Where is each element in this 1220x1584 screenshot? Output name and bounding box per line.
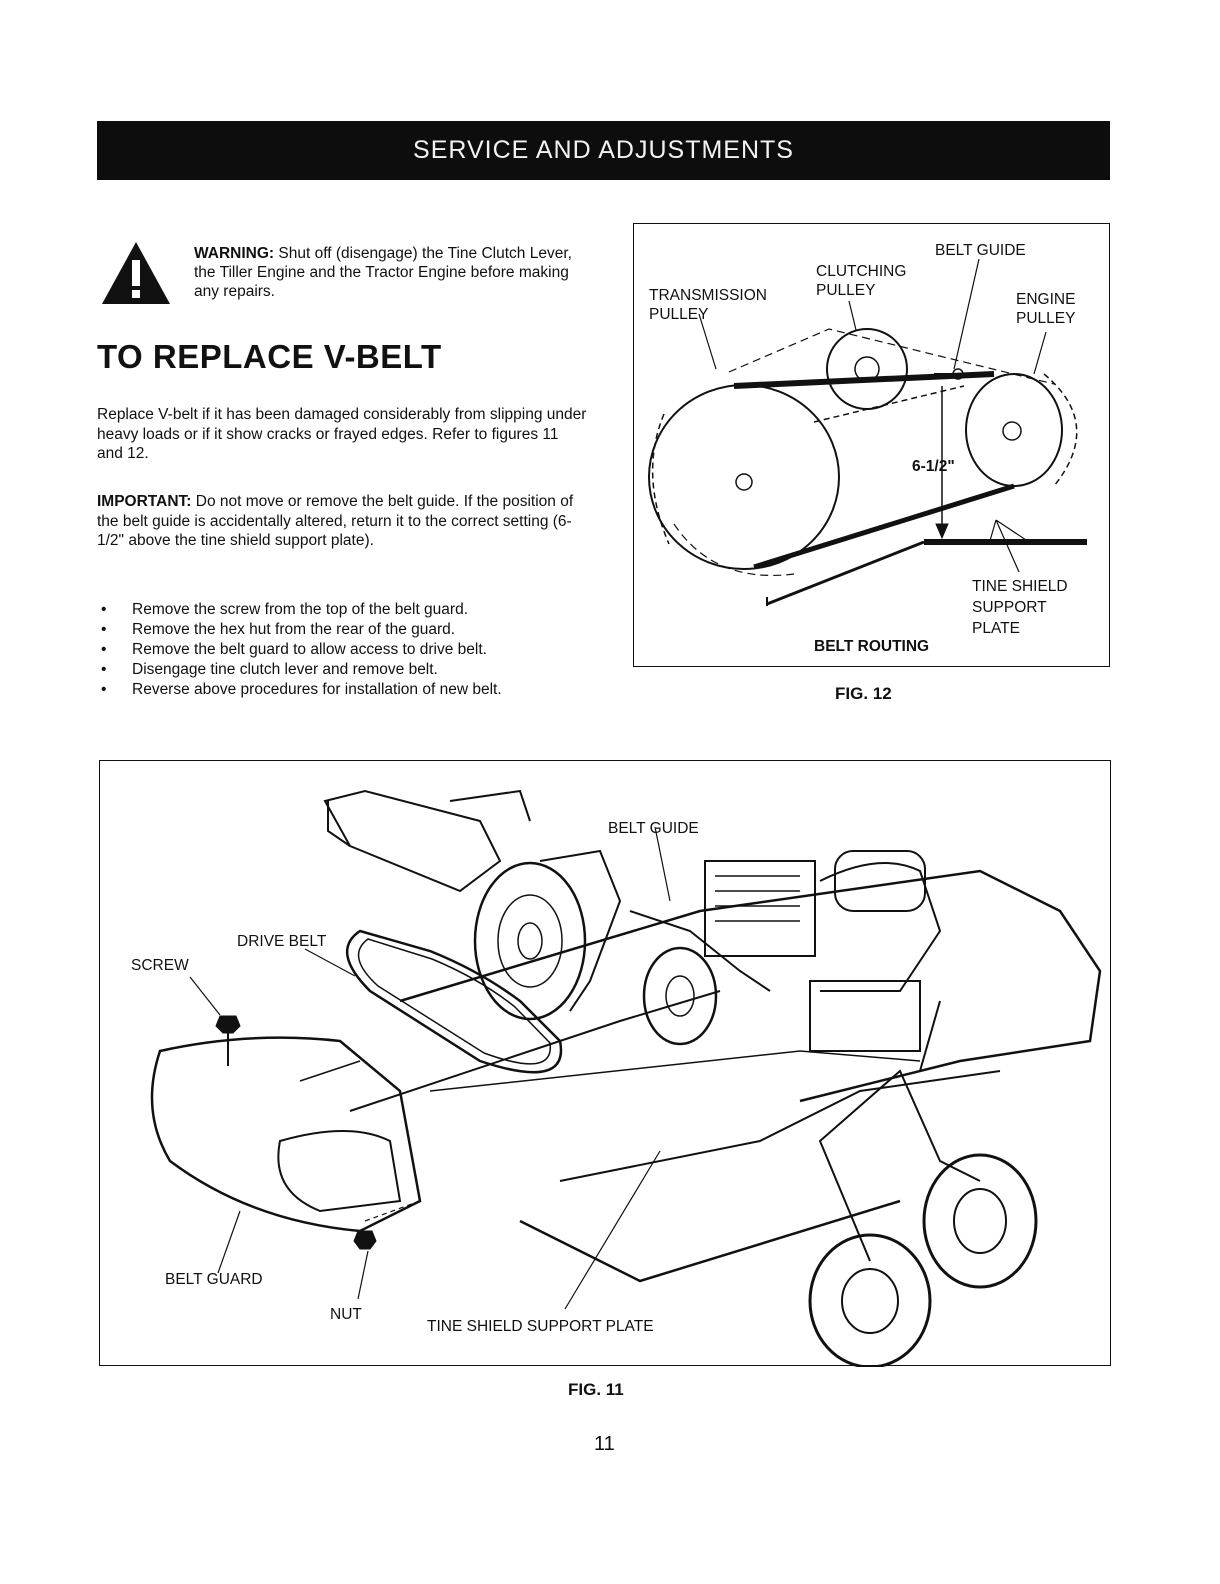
fig11-screw-label: SCREW (131, 957, 189, 974)
fig12-engine-pulley-label: ENGINE PULLEY (1016, 291, 1076, 327)
steps-list: Remove the screw from the top of the bel… (97, 600, 617, 700)
fig12-dimension-label: 6-1/2" (912, 458, 955, 475)
fig12-diagram: BELT GUIDE CLUTCHING PULLEY TRANSMISSION… (633, 223, 1110, 667)
list-item: Reverse above procedures for installatio… (97, 680, 617, 700)
section-title: TO REPLACE V-BELT (97, 338, 442, 375)
list-item: Remove the hex hut from the rear of the … (97, 620, 617, 640)
list-item: Disengage tine clutch lever and remove b… (97, 660, 617, 680)
list-item: Remove the screw from the top of the bel… (97, 600, 617, 620)
fig12-tine-shield-label: TINE SHIELD SUPPORT PLATE (972, 578, 1068, 637)
fig12-belt-guide-label: BELT GUIDE (935, 242, 1026, 259)
fig12-belt-routing-label: BELT ROUTING (814, 638, 930, 655)
list-item: Remove the belt guard to allow access to… (97, 640, 617, 660)
fig11-belt-guard-label: BELT GUARD (165, 1271, 263, 1288)
fig12-caption: FIG. 12 (835, 684, 892, 703)
fig11-caption: FIG. 11 (568, 1380, 624, 1399)
fig11-diagram: BELT GUIDE DRIVE BELT SCREW BELT GUARD N… (99, 760, 1111, 1367)
fig12-transmission-pulley-label: TRANSMISSION PULLEY (649, 287, 767, 323)
fig11-nut-label: NUT (330, 1306, 362, 1323)
tiller-assembly-drawing (150, 789, 1102, 1367)
fig11-belt-guide-label: BELT GUIDE (608, 820, 699, 837)
important-label: IMPORTANT: (97, 493, 192, 510)
fig11-tine-shield-label: TINE SHIELD SUPPORT PLATE (427, 1318, 654, 1335)
page-number: 11 (594, 1433, 615, 1455)
belt-routing-drawing (648, 258, 1087, 606)
important-paragraph: IMPORTANT: Do not move or remove the bel… (97, 492, 587, 551)
section-banner: SERVICE AND ADJUSTMENTS (97, 121, 1110, 180)
warning-text: Shut off (disengage) the Tine Clutch Lev… (194, 245, 572, 300)
warning-triangle-icon (102, 242, 170, 304)
warning-note: WARNING: Shut off (disengage) the Tine C… (194, 244, 584, 301)
intro-paragraph: Replace V-belt if it has been damaged co… (97, 406, 587, 462)
important-text: Do not move or remove the belt guide. If… (97, 493, 574, 549)
fig11-drive-belt-label: DRIVE BELT (237, 933, 327, 950)
fig12-clutching-pulley-label: CLUTCHING PULLEY (816, 263, 907, 299)
warning-label: WARNING: (194, 245, 275, 262)
